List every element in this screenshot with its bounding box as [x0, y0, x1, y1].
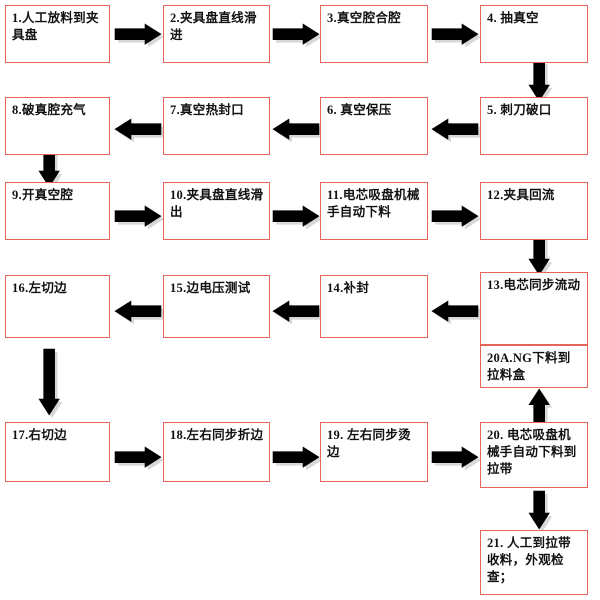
flow-arrow-n1-to-n2	[114, 23, 164, 48]
flow-arrow-n14-to-n15	[272, 300, 322, 325]
process-box-n20[interactable]: 20. 电芯吸盘机械手自动下料到拉带	[480, 422, 588, 488]
process-box-n8[interactable]: 8.破真腔充气	[5, 97, 110, 155]
process-box-n6[interactable]: 6. 真空保压	[320, 97, 428, 155]
process-box-n7[interactable]: 7.真空热封口	[163, 97, 270, 155]
process-box-n12[interactable]: 12.夹具回流	[480, 182, 588, 240]
process-box-n2[interactable]: 2.夹具盘直线滑进	[163, 5, 270, 63]
process-box-n17[interactable]: 17.右切边	[5, 422, 110, 482]
process-box-n13[interactable]: 13.电芯同步流动	[480, 272, 588, 345]
flow-arrow-n13-to-n14	[431, 300, 481, 325]
flow-arrow-n20-to-n20a	[528, 388, 553, 426]
process-box-n19[interactable]: 19. 左右同步烫边	[320, 422, 428, 482]
flow-arrow-n10-to-n11	[272, 205, 322, 230]
flow-arrow-n11-to-n12	[431, 205, 481, 230]
flow-arrow-n9-to-n10	[114, 205, 164, 230]
flow-arrow-n16-to-n17	[38, 348, 63, 418]
process-box-n4[interactable]: 4. 抽真空	[480, 5, 588, 63]
process-box-n14[interactable]: 14.补封	[320, 275, 428, 338]
process-box-n3[interactable]: 3.真空腔合腔	[320, 5, 428, 63]
flow-arrow-n5-to-n6	[431, 118, 481, 143]
process-box-n10[interactable]: 10.夹具盘直线滑出	[163, 182, 270, 240]
flow-arrow-n7-to-n8	[114, 118, 164, 143]
process-box-n16[interactable]: 16.左切边	[5, 275, 110, 338]
flow-arrow-n6-to-n7	[272, 118, 322, 143]
process-box-n21[interactable]: 21. 人工到拉带收料，外观检查；	[480, 530, 588, 595]
flow-arrow-n18-to-n19	[272, 446, 322, 471]
flow-arrow-n20-to-n21	[528, 490, 553, 532]
flow-arrow-n3-to-n4	[431, 23, 481, 48]
process-box-n1[interactable]: 1.人工放料到夹具盘	[5, 5, 110, 63]
flow-arrow-n2-to-n3	[272, 23, 322, 48]
process-box-n11[interactable]: 11.电芯吸盘机械手自动下料	[320, 182, 428, 240]
flow-arrow-n12-to-n13	[528, 228, 553, 278]
flow-arrow-n19-to-n20	[431, 446, 481, 471]
flow-arrow-n15-to-n16	[114, 300, 164, 325]
flow-arrow-n4-to-n5	[528, 60, 553, 104]
process-box-n5[interactable]: 5. 刺刀破口	[480, 97, 588, 155]
process-box-n18[interactable]: 18.左右同步折边	[163, 422, 270, 482]
process-box-n20a[interactable]: 20A.NG下料到拉料盒	[480, 345, 588, 388]
flow-arrow-n17-to-n18	[114, 446, 164, 471]
process-box-n9[interactable]: 9.开真空腔	[5, 182, 110, 240]
process-box-n15[interactable]: 15.边电压测试	[163, 275, 270, 338]
